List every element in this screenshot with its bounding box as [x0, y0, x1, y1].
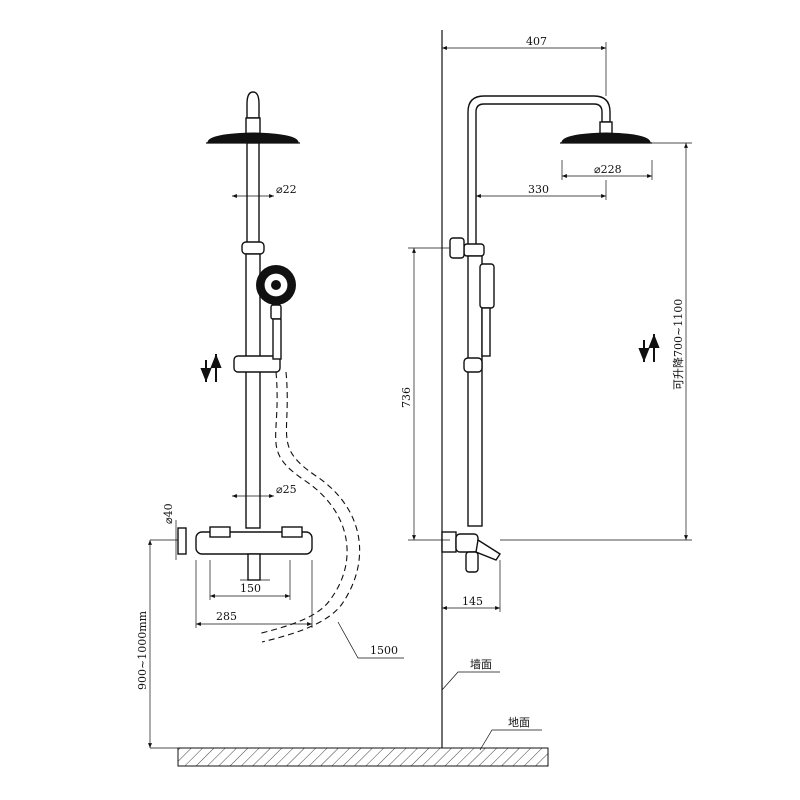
front-inlet-spacing: 150 [240, 582, 261, 595]
wall-label: 墙面 [470, 657, 492, 671]
front-hose [257, 371, 361, 643]
side-adjust-arrows-icon [638, 334, 660, 362]
floor-slab [150, 747, 549, 767]
front-view [148, 91, 404, 748]
front-top-pipe-dia: ⌀22 [276, 183, 297, 196]
side-head-offset: 330 [528, 183, 549, 196]
front-slide-bar-dia: ⌀25 [276, 483, 297, 496]
front-inlet-dia: ⌀40 [162, 503, 175, 524]
floor-label: 地面 [508, 716, 530, 729]
side-bar-height: 736 [400, 387, 413, 408]
side-spout-projection: 145 [462, 595, 483, 608]
side-view [408, 42, 692, 751]
front-install-height: 900~1000mm [136, 610, 149, 690]
side-head-dia: ⌀228 [594, 163, 622, 176]
hose-length: 1500 [370, 644, 398, 657]
front-thermostatic-mixer [195, 526, 313, 581]
side-adjustable-range: 可升降700~1100 [671, 299, 685, 390]
front-hand-shower [256, 265, 296, 360]
front-mixer-width: 285 [216, 610, 237, 623]
front-adjust-arrows-icon [200, 354, 222, 382]
side-arm-reach: 407 [526, 35, 547, 48]
